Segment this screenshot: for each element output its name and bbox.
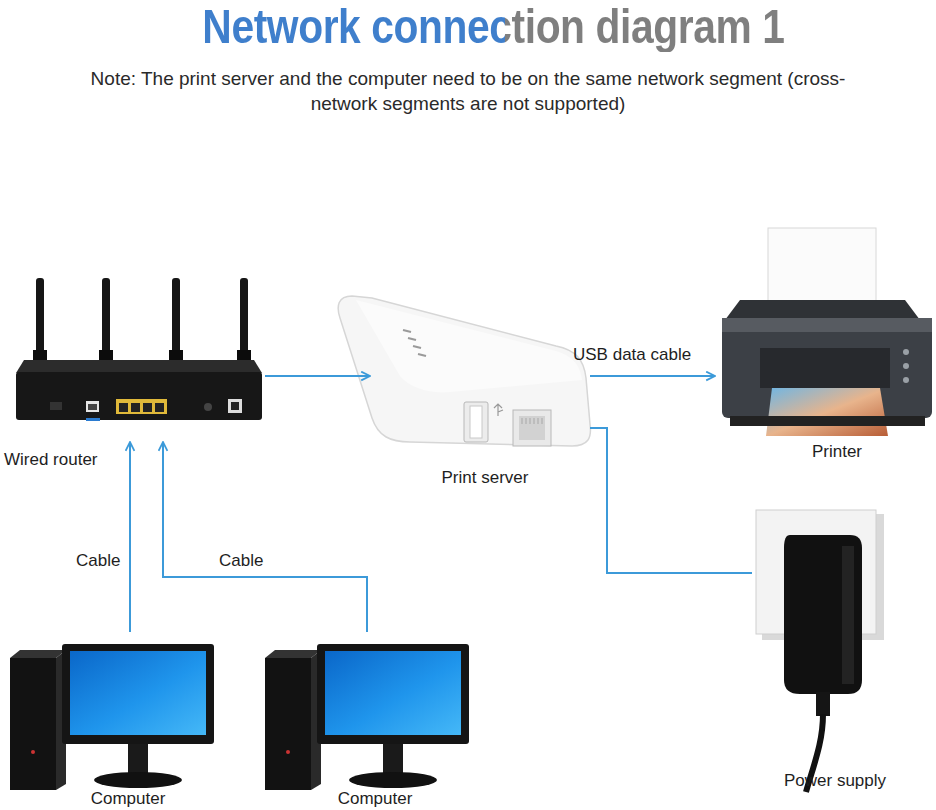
computer-illustration <box>265 644 469 790</box>
device-label: Printer <box>737 442 936 462</box>
diagram-title: Network connection diagram 1 <box>202 2 784 52</box>
print-server-illustration <box>338 296 590 446</box>
device-node: Wired router <box>0 270 265 442</box>
cable-connector <box>590 428 752 573</box>
cable-connector <box>590 375 715 377</box>
device-label: Wired router <box>4 450 144 470</box>
router-illustration <box>16 278 262 421</box>
cable-connector <box>163 442 367 632</box>
device-node: Power supply <box>752 505 902 765</box>
title-wrap: Network connection diagram 1 <box>25 2 936 52</box>
device-node: Computer <box>260 632 475 782</box>
device-node: Printer <box>715 222 935 442</box>
device-label: Computer <box>275 789 475 809</box>
cable-label: Cable <box>219 551 263 571</box>
device-label: Print server <box>385 468 585 488</box>
device-label: Computer <box>28 789 228 809</box>
cable-label: Cable <box>76 551 120 571</box>
cable-connector <box>129 442 131 632</box>
device-node: Computer <box>5 632 220 782</box>
cable-label: USB data cable <box>573 345 691 365</box>
printer-illustration <box>722 228 932 436</box>
cable-connector <box>265 375 370 377</box>
device-label: Power supply <box>735 771 935 791</box>
note-text: Note: The print server and the computer … <box>58 66 878 116</box>
device-node: Print server <box>370 295 590 470</box>
computer-illustration <box>10 644 214 790</box>
power-supply-illustration <box>756 510 884 792</box>
